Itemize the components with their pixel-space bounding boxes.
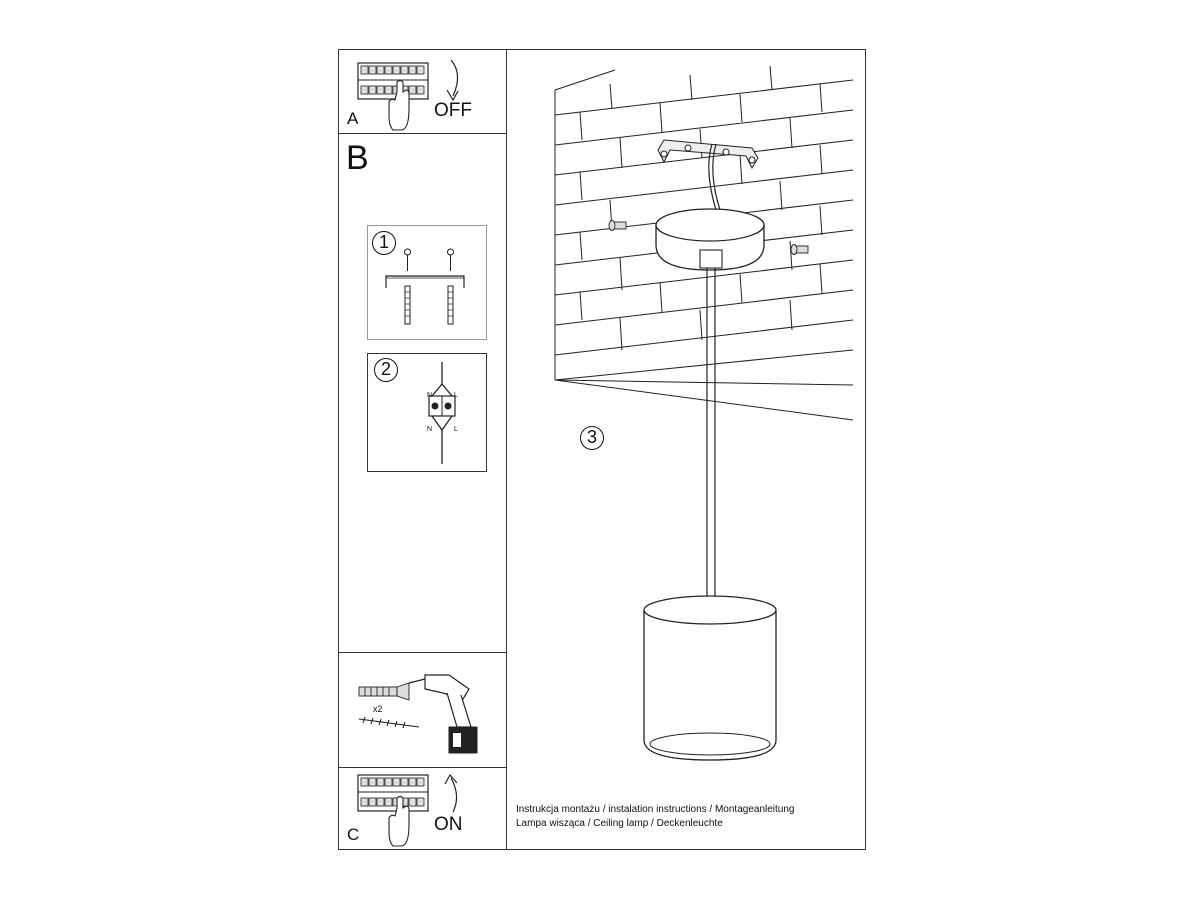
tools-panel: x2: [338, 652, 507, 768]
wire-l-label-lower: L: [454, 426, 458, 433]
step-2-panel: 2 N L N L: [367, 353, 487, 472]
panel-c: C ON: [338, 767, 507, 850]
wire-l-label: L: [454, 392, 458, 399]
drill-and-anchor-icon: [358, 674, 478, 754]
caption-line-1: Instrukcja montażu / instalation instruc…: [516, 804, 795, 815]
column-divider: [506, 49, 507, 850]
wire-connector-icon: [428, 362, 456, 464]
wire-n-label: N: [427, 392, 433, 399]
tools-quantity: x2: [373, 704, 383, 714]
step-c-letter: C: [347, 825, 360, 844]
panel-a: A OFF: [338, 49, 507, 134]
step-1-number: 1: [372, 231, 396, 255]
step-2-number: 2: [374, 358, 398, 382]
step-1-panel: 1: [367, 225, 487, 340]
wire-n-label-lower: N: [427, 426, 433, 433]
step-a-letter: A: [347, 109, 359, 128]
step-a-action: OFF: [434, 100, 472, 121]
breaker-off-icon: [357, 59, 459, 131]
step-c-action: ON: [434, 814, 463, 835]
section-b-letter: B: [346, 139, 369, 177]
caption-line-2: Lampa wisząca / Ceiling lamp / Deckenleu…: [516, 818, 723, 829]
step-3-number: 3: [580, 426, 604, 450]
breaker-on-icon: [357, 773, 458, 847]
pendant-lamp-illustration: [554, 65, 854, 761]
bracket-mounting-icon: [385, 248, 465, 325]
